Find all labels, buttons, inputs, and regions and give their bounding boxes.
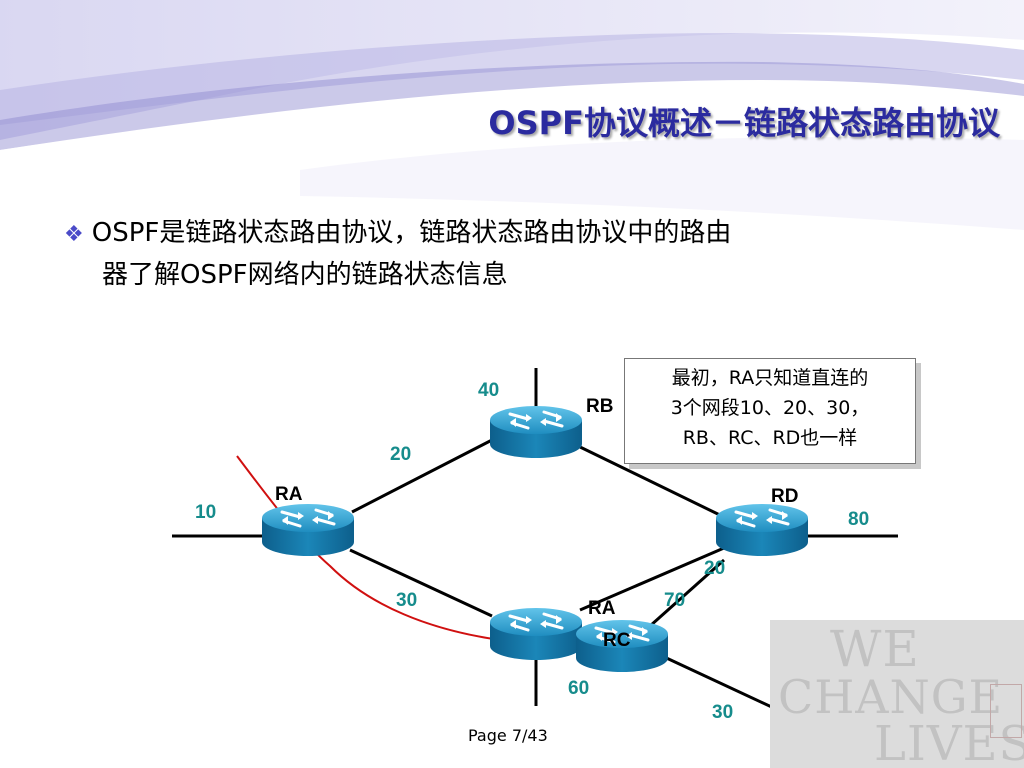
link-rb-rd — [577, 444, 727, 520]
link-ra-rb — [351, 438, 493, 514]
bullet-line-2: 器了解OSPF网络内的链路状态信息 — [102, 260, 508, 290]
cost-label: 40 — [478, 380, 499, 401]
cost-label: 20 — [390, 444, 411, 465]
router-ra-icon — [260, 502, 356, 558]
logo-line-2: CHANGE — [778, 670, 1004, 724]
seal-icon — [990, 684, 1022, 738]
router-label-rd: RD — [771, 486, 798, 507]
router-rc-icon — [488, 606, 584, 662]
router-label-rc-overlay: RA — [588, 598, 616, 619]
diamond-bullet-icon: ❖ — [64, 222, 84, 247]
bullet-line-1: OSPF是链路状态路由协议，链路状态路由协议中的路由 — [91, 218, 732, 248]
callout-line-2: 3个网段10、20、30， — [670, 397, 870, 419]
logo-line-3: LIVES — [874, 716, 1024, 768]
cost-label: 20 — [704, 558, 725, 579]
link-rc-rd — [579, 546, 725, 612]
cost-label: 70 — [664, 590, 685, 611]
cost-label: 30 — [712, 702, 733, 723]
bullet-point: ❖ OSPF是链路状态路由协议，链路状态路由协议中的路由 器了解OSPF网络内的链… — [64, 213, 964, 295]
cost-label: 30 — [396, 590, 417, 611]
callout-line-3: RB、RC、RD也一样 — [682, 427, 858, 449]
router-label-ra: RA — [275, 484, 303, 505]
link-rc2-rd — [649, 558, 725, 628]
router-rb-icon — [488, 404, 584, 460]
cost-label: 60 — [568, 678, 589, 699]
page-number: Page 7/43 — [468, 726, 548, 745]
callout-box: 最初，RA只知道直连的 3个网段10、20、30， RB、RC、RD也一样 — [624, 358, 916, 464]
cost-label: 10 — [195, 502, 216, 523]
we-change-lives-logo: WE CHANGE LIVES — [770, 620, 1024, 768]
router-rd-icon — [714, 502, 810, 558]
cost-label: 80 — [848, 509, 869, 530]
logo-line-1: WE — [830, 620, 920, 678]
router-label-rc: RC — [603, 630, 631, 651]
callout-line-1: 最初，RA只知道直连的 — [671, 367, 869, 389]
header-swoosh — [0, 0, 1024, 230]
router-label-rb: RB — [586, 396, 613, 417]
highlight-arc — [236, 455, 501, 641]
link-ra-rc — [349, 548, 493, 618]
slide-title: OSPF协议概述－链路状态路由协议 — [488, 104, 1000, 142]
